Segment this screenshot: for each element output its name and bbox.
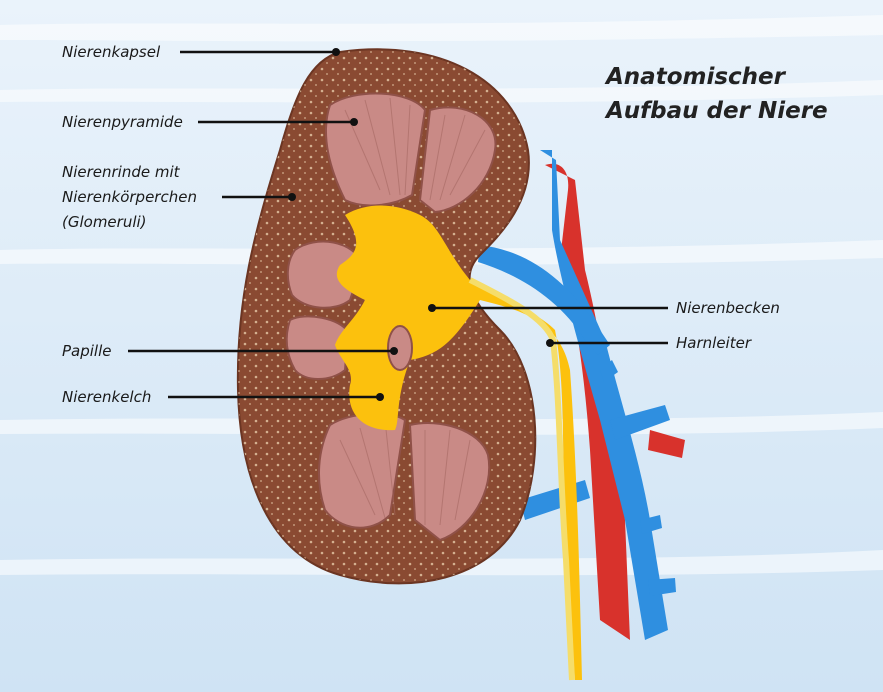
label-nierenkapsel: Nierenkapsel	[62, 43, 161, 61]
renal-vein	[478, 150, 676, 640]
label-papille: Papille	[62, 342, 112, 360]
leader-dots	[288, 48, 554, 401]
leader-lines	[128, 50, 668, 399]
label-harnleiter: Harnleiter	[676, 334, 751, 352]
label-nierenbecken: Nierenbecken	[676, 299, 780, 317]
pyramid-striations	[339, 97, 486, 526]
renal-pelvis	[335, 205, 582, 680]
papilla	[387, 325, 413, 371]
title-line-1: Anatomischer	[606, 64, 785, 90]
renal-artery	[545, 163, 685, 640]
label-nierenrinde-line-1: Nierenrinde mit	[62, 163, 180, 181]
label-nierenrinde-line-3: (Glomeruli)	[62, 213, 147, 231]
label-nierenkelch: Nierenkelch	[62, 388, 152, 406]
diagram-title: Anatomischer Aufbau der Niere	[606, 60, 828, 128]
label-nierenrinde-line-2: Nierenkörperchen	[62, 188, 197, 206]
label-nierenpyramide: Nierenpyramide	[62, 113, 183, 131]
ureter-highlight	[468, 277, 575, 681]
title-line-2: Aufbau der Niere	[606, 98, 828, 124]
